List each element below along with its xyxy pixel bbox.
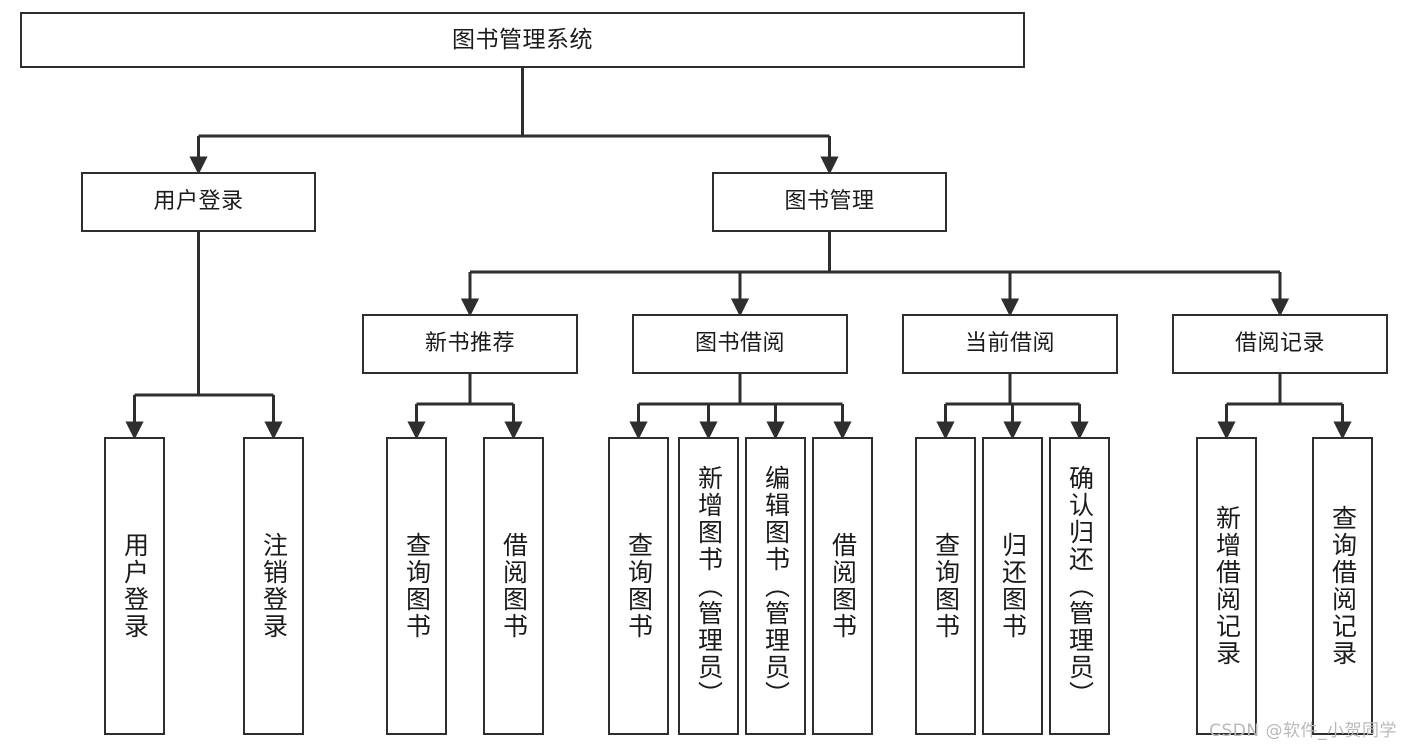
node-l3-a1[interactable]: 用户登录 bbox=[104, 437, 165, 735]
node-label: 图书管理系统 bbox=[452, 26, 593, 53]
node-label: 借阅图书 bbox=[499, 532, 529, 640]
node-label: 查询图书 bbox=[402, 532, 432, 640]
node-l2-current[interactable]: 当前借阅 bbox=[902, 314, 1118, 374]
node-l3-c1[interactable]: 查询图书 bbox=[608, 437, 669, 735]
node-label: 图书管理 bbox=[784, 189, 875, 215]
watermark: CSDN @软件_小贺同学 bbox=[1209, 721, 1397, 741]
node-label: 查询图书 bbox=[931, 532, 961, 640]
node-label: 图书借阅 bbox=[694, 331, 785, 357]
node-label: 用户登录 bbox=[153, 189, 244, 215]
node-label: 新增图书（管理员） bbox=[694, 464, 724, 708]
node-label: 确认归还（管理员） bbox=[1065, 464, 1095, 708]
node-label: 查询图书 bbox=[624, 532, 654, 640]
node-label: 查询借阅记录 bbox=[1328, 505, 1358, 667]
node-l3-d1[interactable]: 查询图书 bbox=[915, 437, 976, 735]
node-l2-records[interactable]: 借阅记录 bbox=[1172, 314, 1388, 374]
node-l1-login[interactable]: 用户登录 bbox=[81, 172, 316, 232]
node-l3-c4[interactable]: 借阅图书 bbox=[812, 437, 873, 735]
node-label: 注销登录 bbox=[259, 532, 289, 640]
node-l2-borrow[interactable]: 图书借阅 bbox=[632, 314, 848, 374]
node-l3-a2[interactable]: 注销登录 bbox=[243, 437, 304, 735]
node-l3-e1[interactable]: 新增借阅记录 bbox=[1196, 437, 1257, 735]
node-l3-d3[interactable]: 确认归还（管理员） bbox=[1049, 437, 1110, 735]
node-l3-b1[interactable]: 查询图书 bbox=[386, 437, 447, 735]
node-label: 当前借阅 bbox=[964, 331, 1055, 357]
node-label: 用户登录 bbox=[120, 532, 150, 640]
node-l1-bookmgmt[interactable]: 图书管理 bbox=[712, 172, 947, 232]
node-label: 编辑图书（管理员） bbox=[761, 464, 791, 708]
node-l3-b2[interactable]: 借阅图书 bbox=[483, 437, 544, 735]
node-label: 新书推荐 bbox=[424, 331, 515, 357]
node-label: 新增借阅记录 bbox=[1212, 505, 1242, 667]
node-label: 借阅记录 bbox=[1234, 331, 1325, 357]
node-l3-c3[interactable]: 编辑图书（管理员） bbox=[745, 437, 806, 735]
node-l2-newbook[interactable]: 新书推荐 bbox=[362, 314, 578, 374]
node-l3-c2[interactable]: 新增图书（管理员） bbox=[678, 437, 739, 735]
node-l3-e2[interactable]: 查询借阅记录 bbox=[1312, 437, 1373, 735]
node-label: 借阅图书 bbox=[828, 532, 858, 640]
node-root[interactable]: 图书管理系统 bbox=[20, 12, 1025, 68]
node-label: 归还图书 bbox=[998, 532, 1028, 640]
node-l3-d2[interactable]: 归还图书 bbox=[982, 437, 1043, 735]
